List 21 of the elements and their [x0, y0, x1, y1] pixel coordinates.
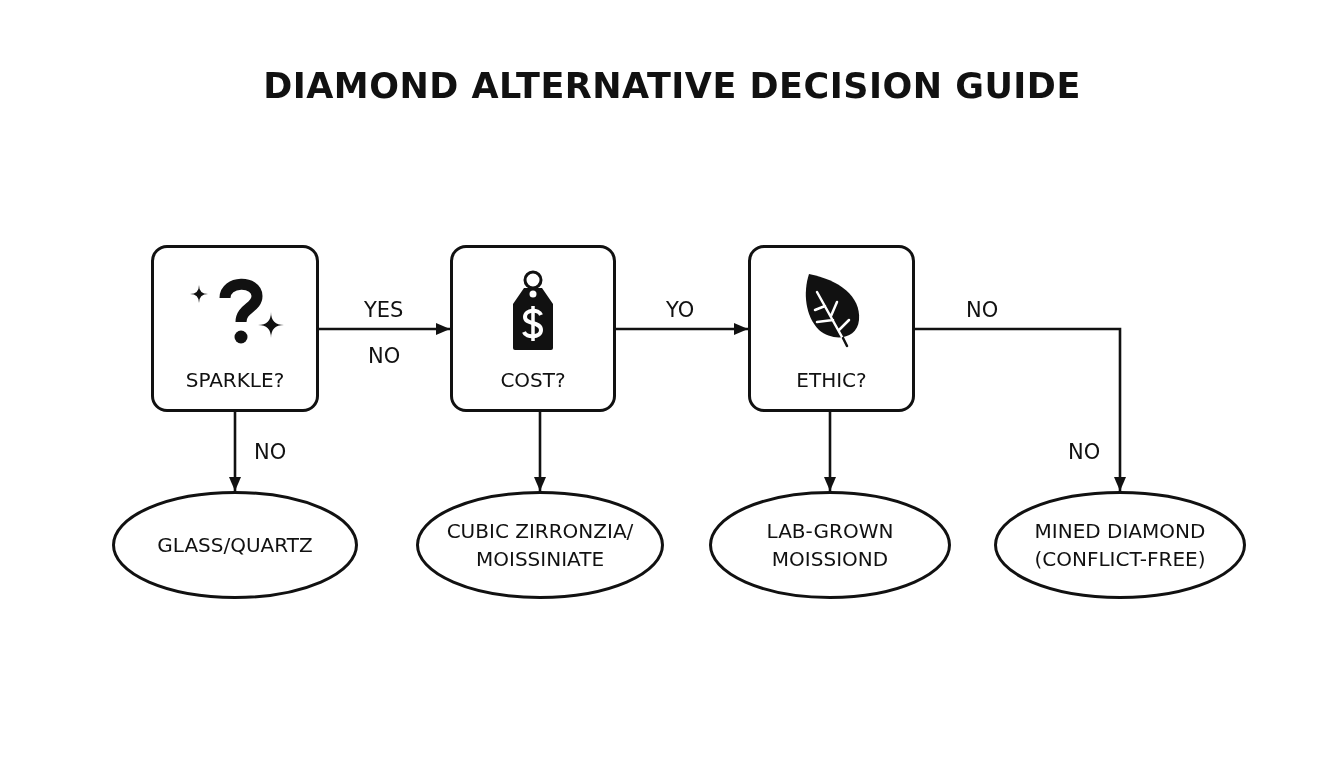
result-oval [709, 491, 951, 599]
node-label: GLASS/QUARTZ [156, 532, 314, 559]
arrow [229, 412, 241, 491]
result-oval [416, 491, 664, 599]
decision-box [151, 245, 319, 412]
result-oval [112, 491, 358, 599]
node-label: MINED DIAMOND (CONFLICT-FREE) [1033, 518, 1207, 573]
node-label: SPARKLE? [184, 367, 286, 394]
node-label: COST? [499, 367, 567, 394]
node-label: CUBIC ZIRRONZIA/ MOISSINIATE [445, 518, 635, 573]
node-label: LAB-GROWN MOISSIOND [765, 518, 895, 573]
arrow [319, 323, 450, 335]
arrow [824, 412, 836, 491]
arrow [915, 327, 1126, 491]
decision-box [748, 245, 915, 412]
decision-box [450, 245, 616, 412]
arrow [616, 323, 748, 335]
arrow [534, 412, 546, 491]
node-label: ETHIC? [795, 367, 868, 394]
result-oval [994, 491, 1246, 599]
diagram-title: DIAMOND ALTERNATIVE DECISION GUIDE [262, 66, 1082, 106]
